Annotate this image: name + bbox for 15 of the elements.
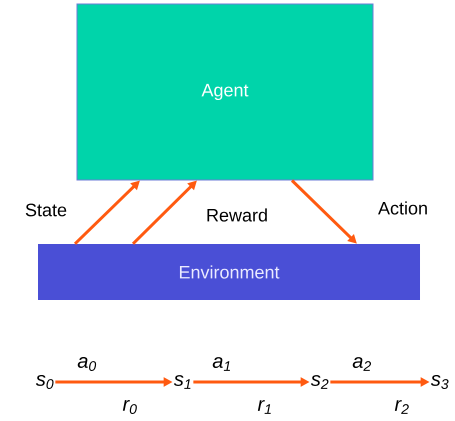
reward-symbol: r$_{0}$	[122, 400, 137, 414]
state-symbol: s$_{2}$	[310, 375, 328, 389]
edge-label: a$_{2}$	[352, 357, 372, 371]
state-symbol: s$_{1}$	[174, 375, 190, 389]
edge-label: a$_{1}$	[212, 357, 230, 371]
edge-label: State	[26, 204, 66, 216]
state-symbol: s$_{3}$	[430, 375, 449, 389]
reward-symbol: r$_{2}$	[394, 400, 409, 414]
state-symbol: s$_{0}$	[36, 375, 54, 389]
environment-box: Environment	[38, 244, 420, 300]
edge-label: Action	[378, 201, 427, 215]
reward-symbol: r$_{1}$	[258, 400, 271, 414]
edge-label: a$_{0}$	[78, 357, 96, 371]
edge-label: Reward	[207, 208, 267, 222]
agent-box: Agent	[76, 4, 374, 180]
